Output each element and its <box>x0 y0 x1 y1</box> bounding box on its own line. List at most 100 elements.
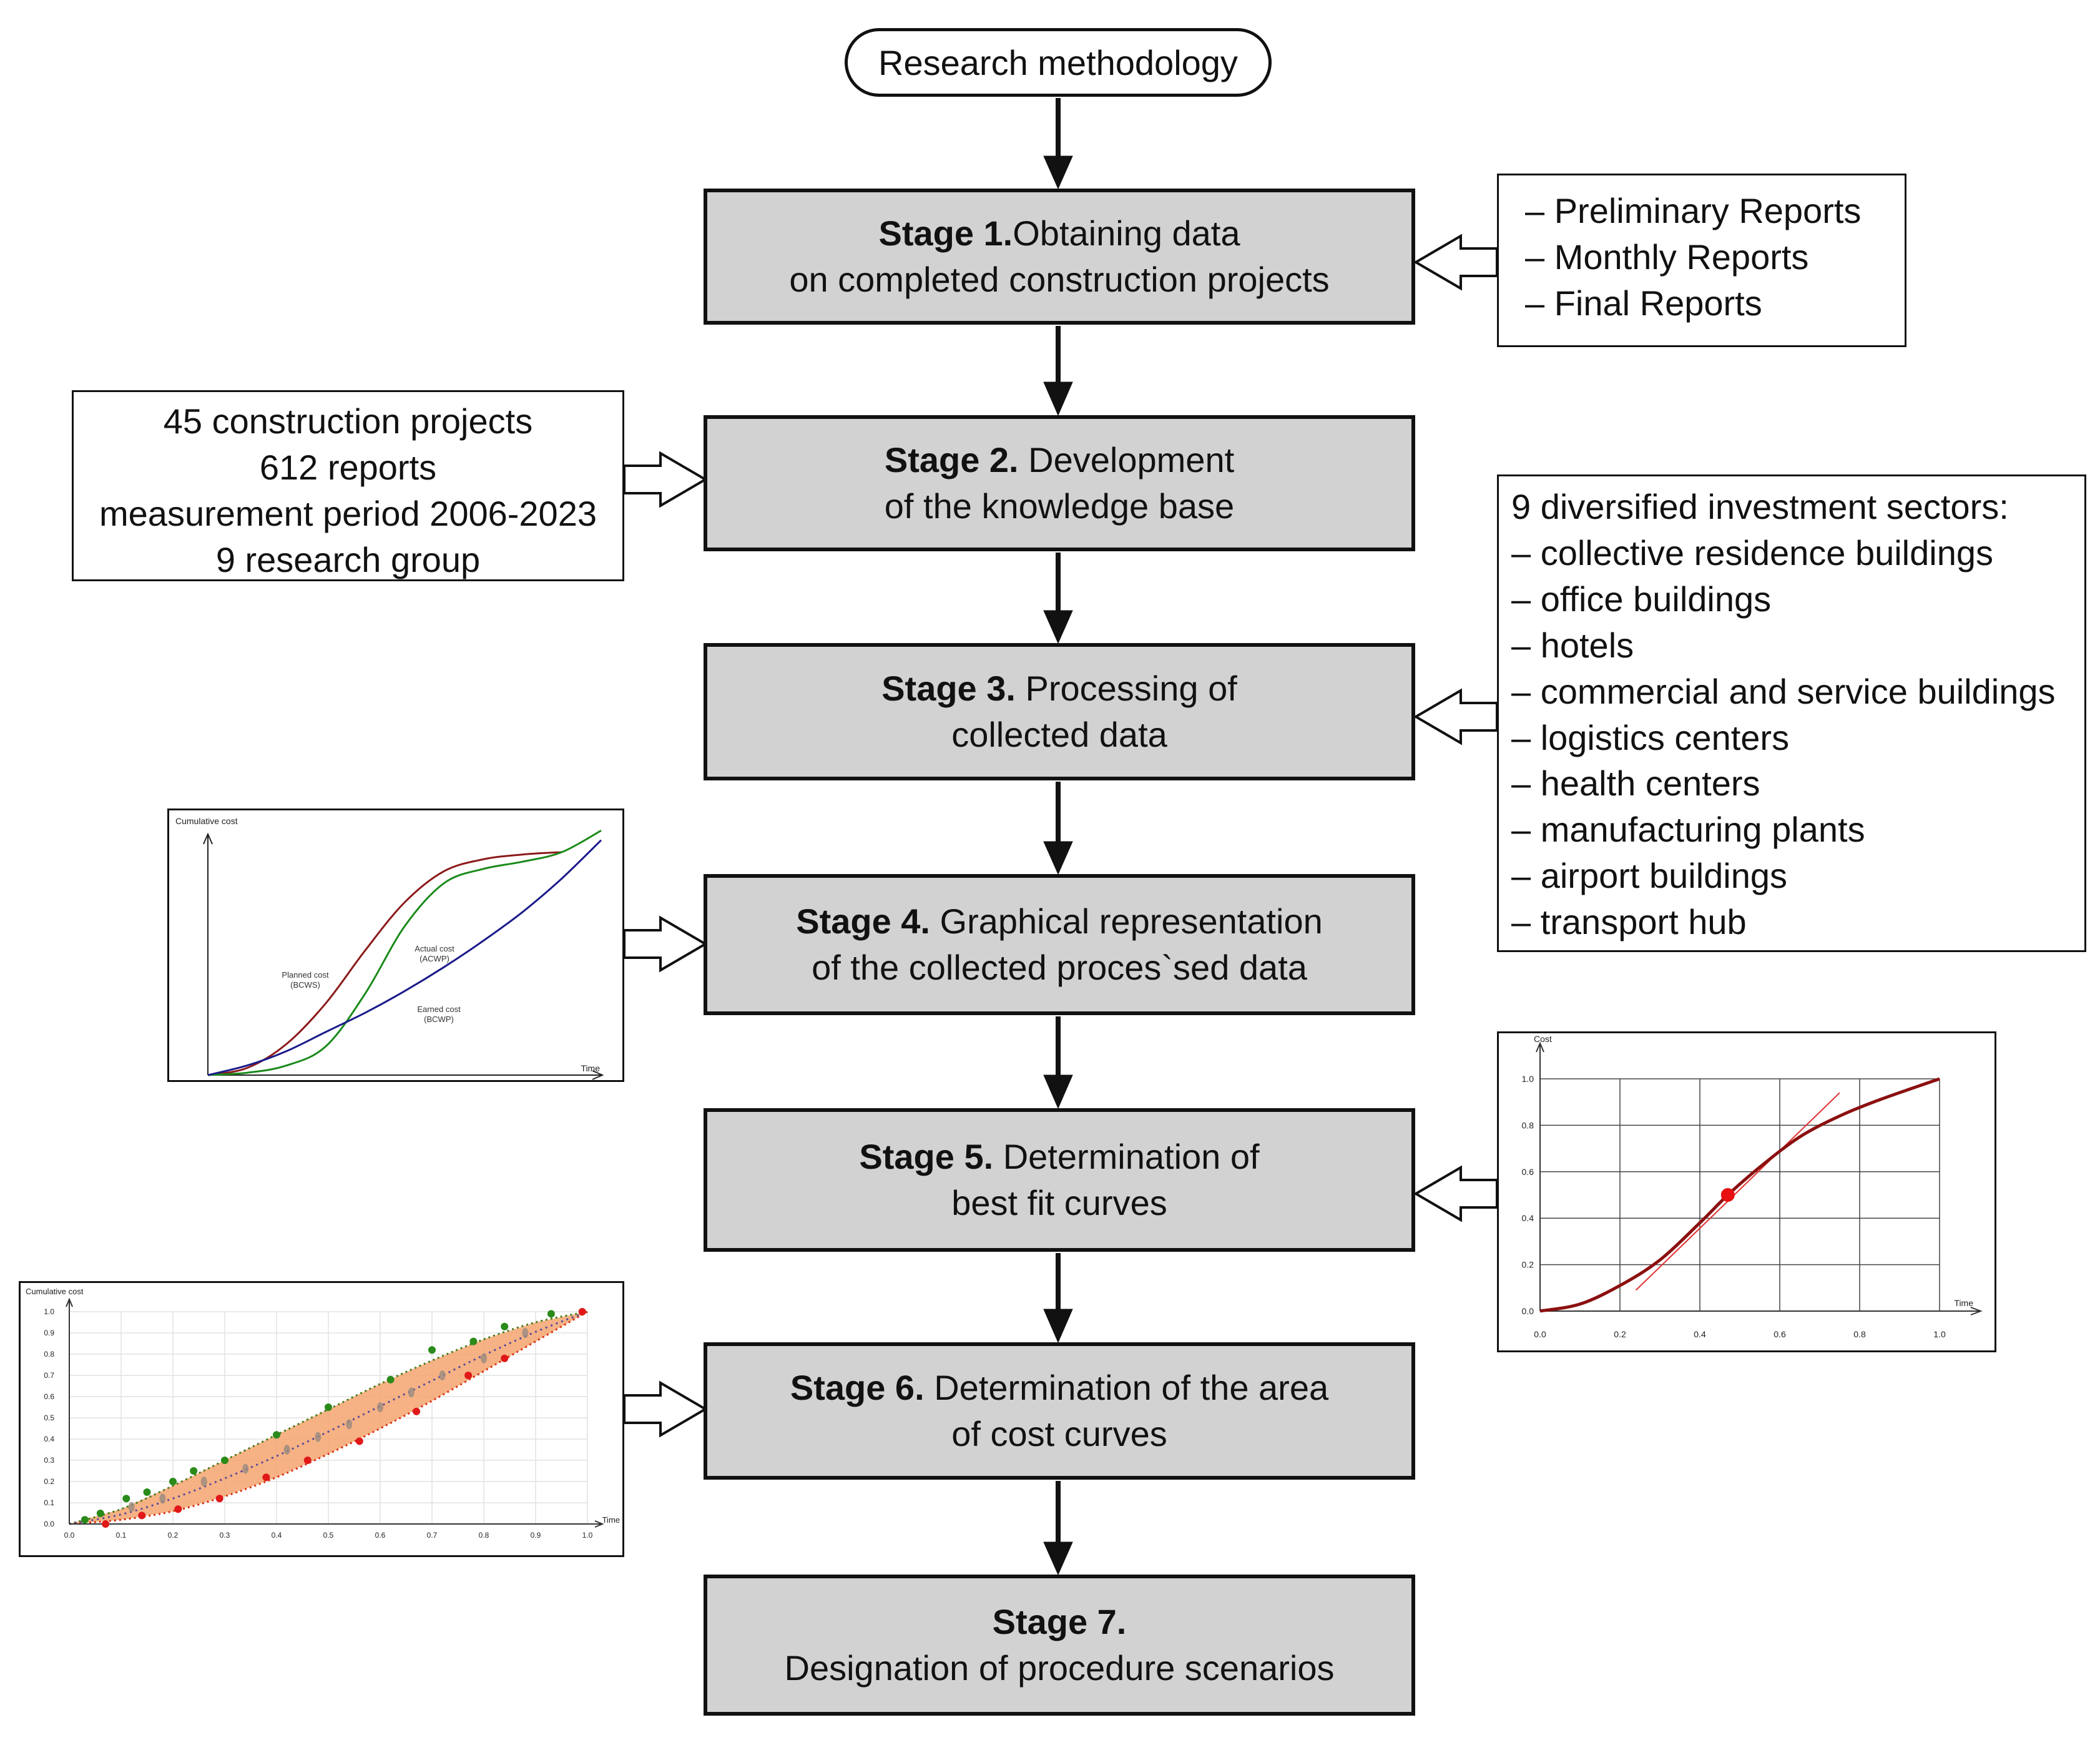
stage-1-title: Stage 1. <box>878 214 1013 253</box>
chart-grid <box>1540 1078 1940 1311</box>
stage-6-title: Stage 6. <box>790 1368 925 1408</box>
lower-point <box>215 1495 223 1503</box>
y-tick-label: 0.3 <box>44 1456 54 1465</box>
y-tick-label: 0.6 <box>44 1392 54 1401</box>
y-tick-label: 0.0 <box>1522 1306 1534 1316</box>
sample-point <box>408 1387 415 1398</box>
stage-7-box: Stage 7. Designation of procedure scenar… <box>704 1575 1415 1716</box>
lower-point <box>413 1407 421 1415</box>
stage-3-title: Stage 3. <box>881 669 1016 709</box>
stage-1-line2: on completed construction projects <box>789 260 1330 299</box>
reports-box: – Preliminary Reports – Monthly Reports … <box>1497 174 1906 347</box>
sector-item: – hotels <box>1511 625 1634 665</box>
x-axis-label: Time <box>602 1515 620 1525</box>
x-tick-label: 0.8 <box>1853 1329 1866 1339</box>
sample-point <box>200 1477 207 1487</box>
side-arrow <box>1413 688 1498 745</box>
y-tick-label: 0.5 <box>44 1413 54 1422</box>
stage-6-box: Stage 6. Determination of the area of co… <box>704 1342 1415 1480</box>
sector-item: – airport buildings <box>1511 856 1788 896</box>
side-arrow <box>1413 233 1498 291</box>
chart-series-group <box>1539 1077 1940 1313</box>
cost-curves-svg: Cumulative cost Time Planned cost (BCWS)… <box>175 816 604 1080</box>
sample-point <box>128 1502 135 1512</box>
upper-point <box>428 1346 436 1354</box>
series-label-line2: (BCWS) <box>290 980 320 990</box>
upper-point <box>547 1310 555 1318</box>
y-tick-label: 0.1 <box>44 1498 54 1507</box>
tick-labels: 0.0 0.1 0.2 0.3 0.4 0.5 0.6 0.7 0.8 0.9 1.0 0.0 0.1 0… <box>44 1307 592 1540</box>
upper-point <box>501 1322 509 1330</box>
side-arrow <box>623 1380 708 1438</box>
stage-2-text: Development <box>1018 440 1235 480</box>
x-tick-label: 0.1 <box>116 1531 127 1540</box>
reports-item: – Preliminary Reports <box>1525 191 1862 230</box>
chart-axes <box>1536 1041 1983 1315</box>
y-axis-label: Cost <box>1534 1034 1552 1044</box>
x-tick-label: 0.3 <box>220 1531 230 1540</box>
y-tick-label: 0.9 <box>44 1329 54 1337</box>
upper-point <box>469 1337 478 1345</box>
area-band <box>69 1310 588 1525</box>
y-tick-label: 0.6 <box>1522 1167 1534 1177</box>
upper-point <box>221 1457 228 1464</box>
chart-axes <box>203 832 604 1080</box>
lower-point <box>578 1308 586 1315</box>
sector-item: – transport hub <box>1511 902 1747 942</box>
upper-boundary <box>69 1310 588 1525</box>
upper-point <box>81 1516 89 1524</box>
series-line <box>207 839 602 1076</box>
x-tick-label: 0.0 <box>64 1531 75 1540</box>
upper-point <box>325 1403 332 1411</box>
stage-3-box: Stage 3. Processing of collected data <box>704 643 1415 780</box>
sector-item: – office buildings <box>1511 579 1772 619</box>
stage-6-line1: Stage 6. Determination of the area <box>790 1365 1328 1411</box>
projects-box: 45 construction projects 612 reports mea… <box>72 390 624 581</box>
y-tick-label: 0.0 <box>44 1520 54 1528</box>
median-curve <box>69 1310 588 1525</box>
y-axis-label: Cumulative cost <box>175 816 238 826</box>
side-arrow <box>623 915 708 973</box>
inflection-point <box>1720 1188 1735 1202</box>
upper-point <box>190 1467 198 1475</box>
series-label-line1: Actual cost <box>415 944 454 953</box>
stage-5-title: Stage 5. <box>859 1137 994 1177</box>
upper-point <box>273 1431 280 1439</box>
y-tick-label: 0.2 <box>1522 1260 1534 1270</box>
series-line <box>1539 1077 1940 1313</box>
stage-5-line1: Stage 5. Determination of <box>859 1134 1259 1180</box>
upper-point <box>143 1488 151 1496</box>
x-tick-label: 0.4 <box>1694 1329 1706 1339</box>
side-arrows <box>623 233 1498 1438</box>
x-tick-label: 0.7 <box>427 1531 438 1540</box>
stage-7-line2: Designation of procedure scenarios <box>784 1648 1335 1688</box>
upper-point <box>122 1495 130 1503</box>
flow-arrow <box>1043 98 1073 190</box>
sample-point <box>159 1493 166 1504</box>
stage-6-text: Determination of the area <box>924 1368 1329 1408</box>
x-tick-label: 0.6 <box>375 1531 386 1540</box>
reports-item: – Monthly Reports <box>1525 237 1809 277</box>
y-tick-label: 0.2 <box>44 1477 54 1486</box>
stage-7-title: Stage 7. <box>992 1602 1127 1642</box>
stage-2-line1: Stage 2. Development <box>885 437 1234 483</box>
series-line <box>207 829 602 1076</box>
x-axis-label: Time <box>1954 1298 1973 1308</box>
x-tick-label: 0.8 <box>479 1531 489 1540</box>
x-tick-label: 0.2 <box>168 1531 179 1540</box>
x-tick-label: 0.2 <box>1614 1329 1626 1339</box>
series-label-line2: (ACWP) <box>420 954 449 963</box>
sector-item: – collective residence buildings <box>1511 533 1993 573</box>
sector-item: – logistics centers <box>1511 717 1790 757</box>
y-tick-label: 1.0 <box>44 1307 54 1316</box>
stage-7-line1: Stage 7. <box>993 1599 1127 1645</box>
lower-point <box>501 1354 509 1362</box>
series-label-line1: Planned cost <box>282 970 329 980</box>
y-tick-label: 0.7 <box>44 1371 54 1380</box>
lower-point <box>102 1520 110 1528</box>
x-tick-label: 0.4 <box>272 1531 282 1540</box>
